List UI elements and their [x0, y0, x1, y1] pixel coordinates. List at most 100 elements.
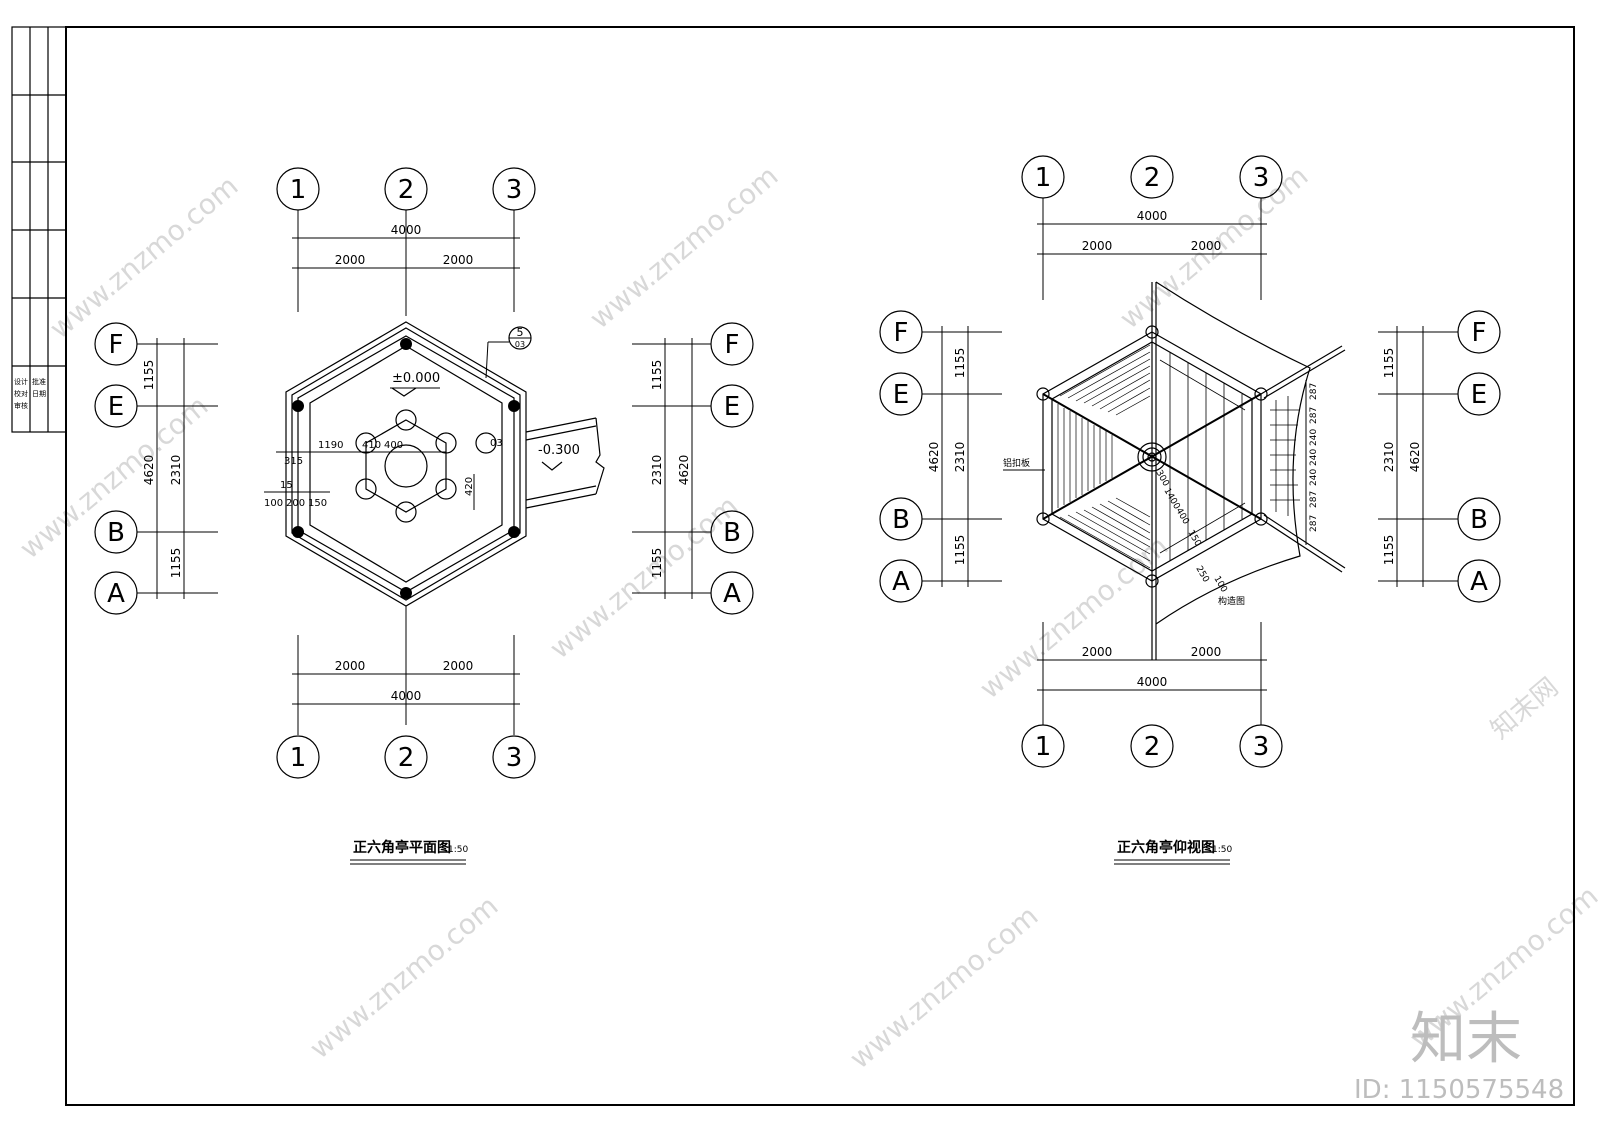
- axis-label: A: [723, 579, 741, 609]
- dim-y-total: 4620: [1408, 442, 1422, 473]
- dim-half: 2000: [1082, 239, 1113, 253]
- plan-hexagon: [285, 321, 527, 725]
- plan-axis-bottom: 2000 2000 4000 1 2 3: [276, 635, 536, 779]
- sheet-border: [65, 26, 1575, 1106]
- ceiling-axis-left: F E B A 1155 2310 1155 4620: [879, 310, 1002, 603]
- dim-half: 2000: [1191, 645, 1222, 659]
- dim-y: 2310: [650, 455, 664, 486]
- plan-entry-path: -0.300: [525, 417, 605, 509]
- detail-callout: 5 03: [485, 326, 532, 379]
- dim-inner: 410: [362, 440, 381, 451]
- rafter-dim: 240: [1309, 429, 1319, 446]
- axis-label: F: [1472, 318, 1487, 348]
- title-block-cell: 批准: [32, 377, 46, 386]
- dim-half: 2000: [443, 659, 474, 673]
- dim-total: 4000: [391, 223, 422, 237]
- label-aluminum-panel: 铝扣板: [1003, 457, 1030, 469]
- axis-label: 1: [290, 743, 307, 773]
- diag-dim: 100: [1211, 575, 1228, 595]
- watermark-brand: 知末网: [1485, 672, 1564, 745]
- detail-sheet-sm: 03: [490, 438, 503, 449]
- watermark-layer: www.znzmo.com www.znzmo.com www.znzmo.co…: [13, 159, 1600, 1075]
- axis-label: 1: [1035, 732, 1052, 762]
- dim-half: 2000: [335, 253, 366, 267]
- dim-half: 2000: [443, 253, 474, 267]
- axis-label: 2: [1144, 163, 1161, 193]
- dim-y: 1155: [1382, 535, 1396, 566]
- axis-label: 2: [398, 743, 415, 773]
- axis-label: B: [723, 518, 741, 548]
- rafter-dim: 287: [1309, 515, 1319, 532]
- rafter-dim: 240: [1309, 449, 1319, 466]
- axis-label: F: [725, 330, 740, 360]
- axis-label: 3: [1253, 163, 1270, 193]
- axis-label: B: [892, 505, 910, 535]
- level-floor: ±0.000: [392, 371, 440, 386]
- watermark-site: www.znzmo.com: [583, 159, 784, 335]
- ceiling-axis-bottom: 2000 2000 4000 1 2 3: [1021, 622, 1283, 768]
- axis-label: A: [107, 579, 125, 609]
- plan-scale: 1:50: [448, 845, 468, 855]
- label-construction: 构造图: [1218, 595, 1245, 607]
- axis-label: A: [1470, 567, 1488, 597]
- dim-total: 4000: [1137, 209, 1168, 223]
- dim-y: 1155: [953, 348, 967, 379]
- dim-total: 4000: [391, 689, 422, 703]
- axis-label: B: [107, 518, 125, 548]
- dim-y: 1155: [1382, 348, 1396, 379]
- axis-label: A: [892, 567, 910, 597]
- dim-inner: 1190: [318, 440, 343, 451]
- plan-bench: 03: [355, 409, 503, 523]
- image-id: ID: 1150575548: [1354, 1075, 1564, 1105]
- axis-label: 2: [398, 175, 415, 205]
- dim-y: 2310: [1382, 442, 1396, 473]
- watermark-site: www.znzmo.com: [43, 169, 244, 345]
- axis-label: E: [893, 380, 909, 410]
- axis-label: 1: [1035, 163, 1052, 193]
- plan-title: 正六角亭平面图: [353, 839, 451, 856]
- dim-y-total: 4620: [677, 455, 691, 486]
- dim-inner: 200: [286, 498, 305, 509]
- ceiling-title: 正六角亭仰视图: [1117, 839, 1215, 856]
- detail-num: 5: [517, 326, 524, 339]
- ceiling-eave: 287 287 240 240 240 287 287: [1155, 281, 1346, 625]
- dim-inner: 400: [384, 440, 403, 451]
- watermark-site: www.znzmo.com: [303, 889, 504, 1065]
- ceiling-view: 1 2 3 4000 2000 2000 F E B A 1155 2310 1…: [879, 155, 1501, 865]
- plan-view: 1 2 3 4000 2000 2000 F E B A 1155 2310: [94, 167, 754, 865]
- plan-axis-left: F E B A 1155 2310 1155 4620: [94, 322, 218, 615]
- brand-logo: 知末: [1410, 1007, 1522, 1072]
- title-block-cell: 审核: [14, 401, 28, 410]
- axis-label: E: [724, 392, 740, 422]
- axis-label: F: [109, 330, 124, 360]
- rafter-dim: 287: [1309, 491, 1319, 508]
- dim-total: 4000: [1137, 675, 1168, 689]
- dim-y-total: 4620: [927, 442, 941, 473]
- rafter-dim: 240: [1309, 469, 1319, 486]
- dim-y: 1155: [142, 360, 156, 391]
- title-block-cell: 校对: [14, 389, 28, 398]
- plan-inner-dims: 1190 410 400 315 15 100 200 150 420: [264, 440, 475, 510]
- dim-y: 1155: [650, 360, 664, 391]
- title-block-cell: 日期: [32, 390, 46, 398]
- watermark-site: www.znzmo.com: [843, 899, 1044, 1075]
- ceiling-axis-top: 1 2 3 4000 2000 2000: [1021, 155, 1283, 300]
- ceiling-axis-right: F E B A 1155 2310 1155 4620: [1378, 310, 1501, 603]
- axis-label: F: [894, 318, 909, 348]
- dim-inner: 100: [264, 498, 283, 509]
- dim-inner: 315: [284, 456, 303, 467]
- dim-y: 1155: [169, 548, 183, 579]
- title-block: 设计 校对 审核 批准 日期: [11, 26, 67, 433]
- dim-inner: 15: [280, 480, 293, 491]
- diag-dim: 250: [1193, 565, 1210, 585]
- rafter-dim: 287: [1309, 383, 1319, 400]
- axis-label: 1: [290, 175, 307, 205]
- dim-y: 2310: [169, 455, 183, 486]
- dim-half: 2000: [1082, 645, 1113, 659]
- dim-y-total: 4620: [142, 455, 156, 486]
- axis-label: 3: [1253, 732, 1270, 762]
- axis-label: B: [1470, 505, 1488, 535]
- ceiling-diag-dims: 300 1400 400 150 250 100: [1153, 469, 1228, 595]
- dim-inner: 150: [308, 498, 327, 509]
